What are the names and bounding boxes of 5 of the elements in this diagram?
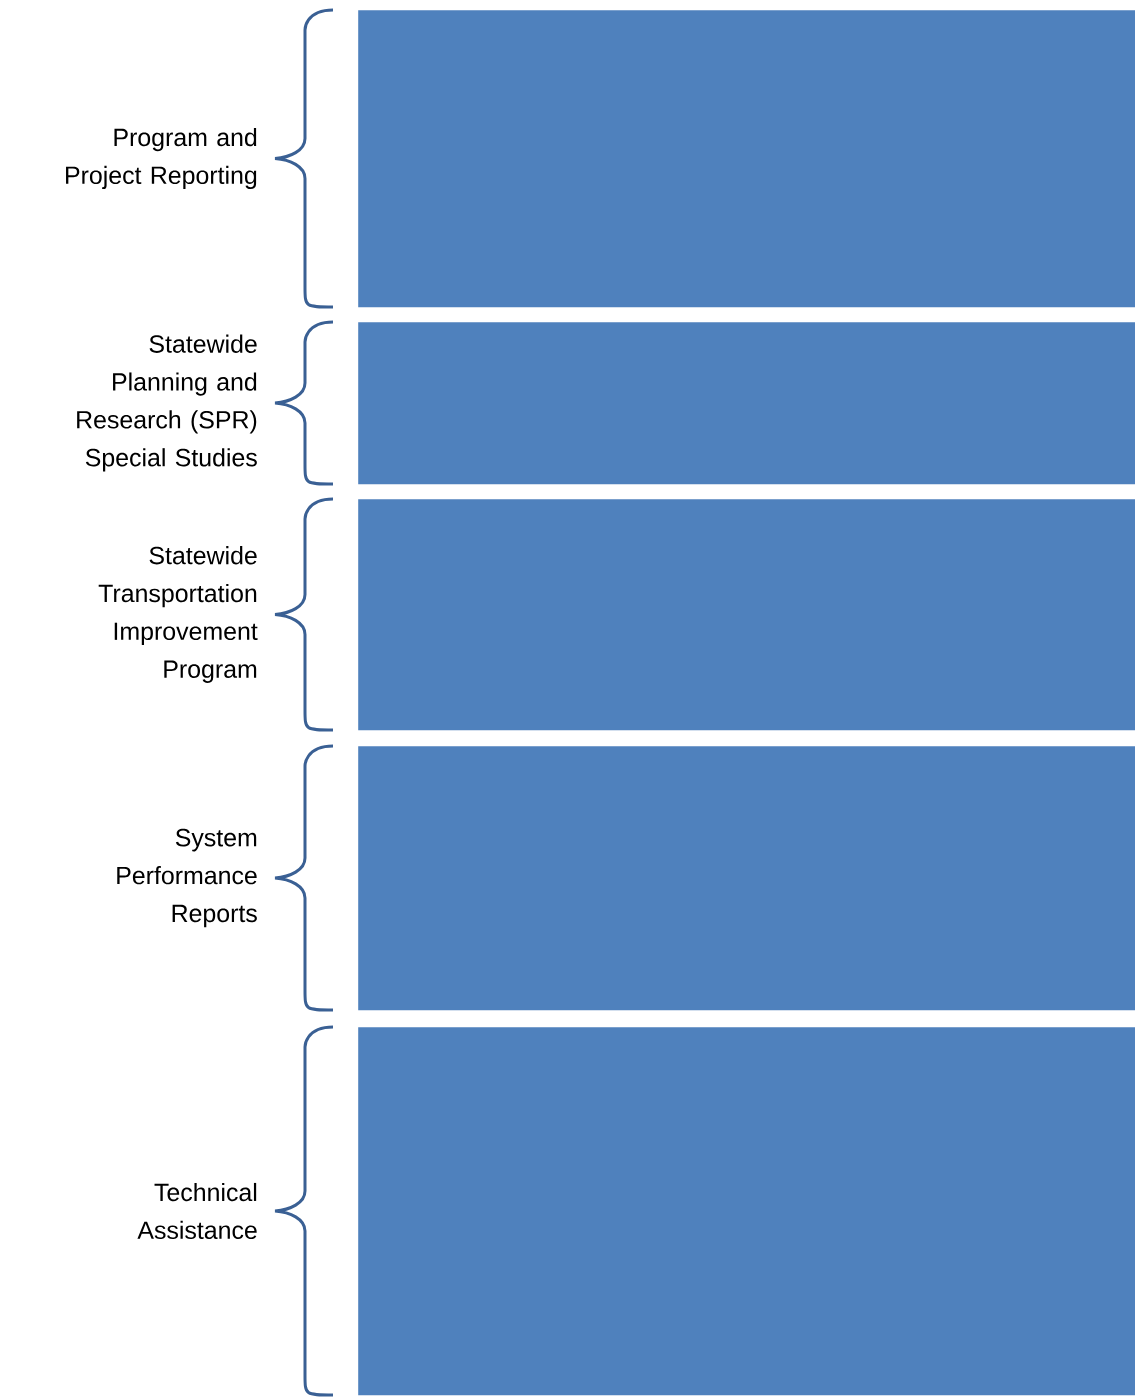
category-label: Technical Assistance: [137, 1182, 257, 1240]
category-label: Program and Project Reporting: [66, 127, 257, 189]
category-label: Statewide Planning and Research (SPR) Special Studies: [77, 334, 257, 472]
category-label: Statewide Transportation Improvement Program: [98, 546, 258, 683]
category-label: System Performance Reports: [117, 828, 257, 928]
